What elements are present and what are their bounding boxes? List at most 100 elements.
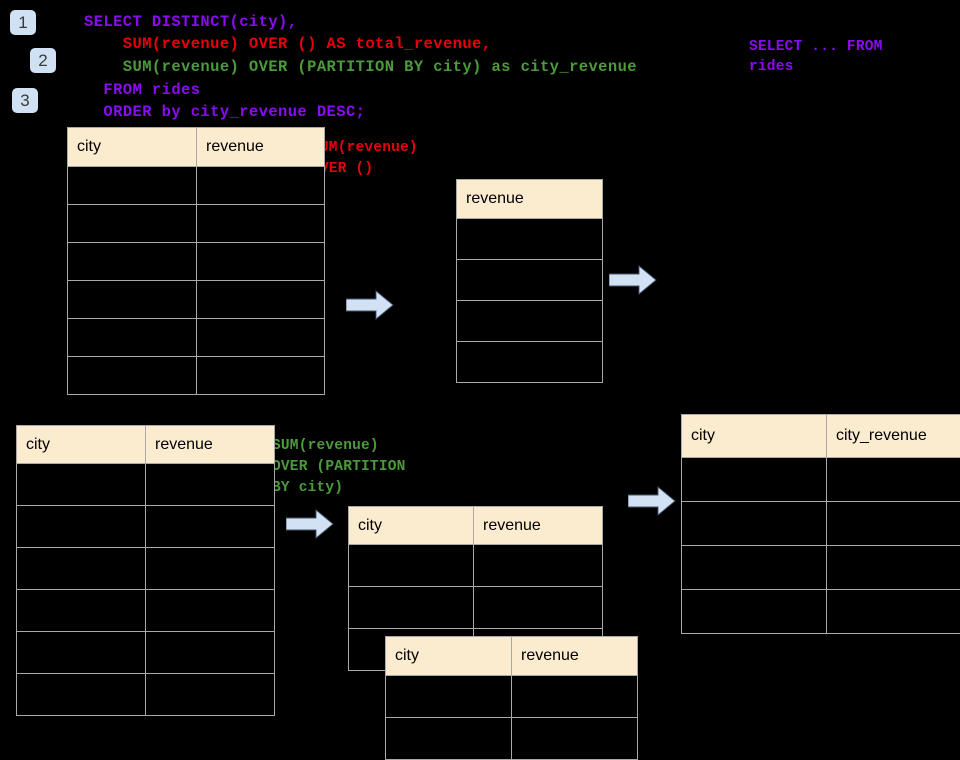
column-header-revenue: revenue (197, 128, 325, 167)
column-header-revenue: revenue (146, 426, 275, 464)
table-row (682, 590, 960, 634)
table-header-row: revenue (457, 180, 603, 219)
arrow-source-to-partition (286, 509, 334, 539)
table-partition-front: city revenue (385, 636, 638, 760)
table-row (349, 587, 603, 629)
cell-city (68, 319, 197, 357)
sql-line-sum-over-partition: SUM(revenue) OVER (PARTITION BY city) as… (84, 58, 637, 76)
cell-city (386, 718, 512, 760)
cell-city (682, 590, 827, 634)
cell-city (386, 676, 512, 718)
cell-revenue (512, 676, 638, 718)
cell-city (682, 502, 827, 546)
table-total-revenue: revenue (456, 179, 603, 383)
cell-city (17, 590, 146, 632)
annotation-sum-over-empty: SUM(revenue) OVER () (311, 138, 418, 180)
table-row (349, 545, 603, 587)
column-header-revenue: revenue (512, 637, 638, 676)
cell-revenue (146, 590, 275, 632)
cell-city (17, 674, 146, 716)
cell-city-revenue (827, 546, 960, 590)
table-row (68, 357, 325, 395)
cell-city-revenue (827, 502, 960, 546)
column-header-city: city (17, 426, 146, 464)
table-row (457, 219, 603, 260)
table-row (17, 548, 275, 590)
cell-revenue (146, 632, 275, 674)
table-row (682, 546, 960, 590)
table-row (68, 281, 325, 319)
sql-line-sum-over-empty: SUM(revenue) OVER () AS total_revenue, (84, 35, 491, 53)
table-row (68, 319, 325, 357)
cell-city (17, 632, 146, 674)
annotation-select-from-rides: SELECT ... FROM rides (749, 37, 883, 77)
table-row (17, 674, 275, 716)
sql-line-order-by: ORDER by city_revenue DESC; (84, 103, 365, 121)
cell-city (17, 506, 146, 548)
cell-revenue (512, 718, 638, 760)
cell-revenue (197, 167, 325, 205)
cell-city (68, 205, 197, 243)
column-header-revenue: revenue (457, 180, 603, 219)
annotation-sum-over-partition: SUM(revenue) OVER (PARTITION BY city) (272, 436, 406, 499)
table-row (386, 676, 638, 718)
table-row (457, 260, 603, 301)
table-header-row: city revenue (17, 426, 275, 464)
table-header-row: city revenue (386, 637, 638, 676)
column-header-city: city (349, 507, 474, 545)
step-badge-3-label: 3 (20, 92, 29, 109)
table-row (682, 458, 960, 502)
cell-city (349, 587, 474, 629)
cell-city (682, 546, 827, 590)
sql-line-from: FROM rides (84, 81, 200, 99)
cell-city (682, 458, 827, 502)
cell-revenue (197, 319, 325, 357)
cell-city (17, 548, 146, 590)
table-row (68, 167, 325, 205)
table-row (386, 718, 638, 760)
cell-revenue (197, 205, 325, 243)
cell-revenue (146, 506, 275, 548)
cell-city (68, 243, 197, 281)
step-badge-1-label: 1 (18, 14, 27, 31)
column-header-city-revenue: city_revenue (827, 415, 960, 458)
cell-revenue (457, 260, 603, 301)
table-row (457, 301, 603, 342)
table-row (68, 243, 325, 281)
cell-revenue (146, 674, 275, 716)
cell-revenue (457, 342, 603, 383)
column-header-city: city (682, 415, 827, 458)
cell-revenue (146, 464, 275, 506)
cell-revenue (146, 548, 275, 590)
arrow-source-to-total (346, 290, 394, 320)
cell-revenue (474, 587, 603, 629)
cell-city (349, 545, 474, 587)
table-row (457, 342, 603, 383)
table-row (17, 506, 275, 548)
arrow-total-to-result (609, 265, 657, 295)
column-header-city: city (68, 128, 197, 167)
cell-revenue (197, 357, 325, 395)
table-row (17, 590, 275, 632)
cell-city (68, 281, 197, 319)
slide-canvas: 1 2 3 SELECT DISTINCT(city), SUM(revenue… (0, 0, 960, 720)
cell-city (68, 167, 197, 205)
table-result: city city_revenue (681, 414, 960, 634)
table-header-row: city city_revenue (682, 415, 960, 458)
sql-line-select-distinct: SELECT DISTINCT(city), (84, 13, 297, 31)
column-header-city: city (386, 637, 512, 676)
column-header-revenue: revenue (474, 507, 603, 545)
step-badge-3: 3 (12, 88, 38, 113)
step-badge-2: 2 (30, 48, 56, 73)
cell-revenue (474, 545, 603, 587)
table-header-row: city revenue (68, 128, 325, 167)
table-header-row: city revenue (349, 507, 603, 545)
step-badge-1: 1 (10, 10, 36, 35)
table-source-bottom: city revenue (16, 425, 275, 716)
cell-city (68, 357, 197, 395)
cell-city (17, 464, 146, 506)
table-row (17, 464, 275, 506)
cell-revenue (197, 281, 325, 319)
table-row (682, 502, 960, 546)
table-row (17, 632, 275, 674)
